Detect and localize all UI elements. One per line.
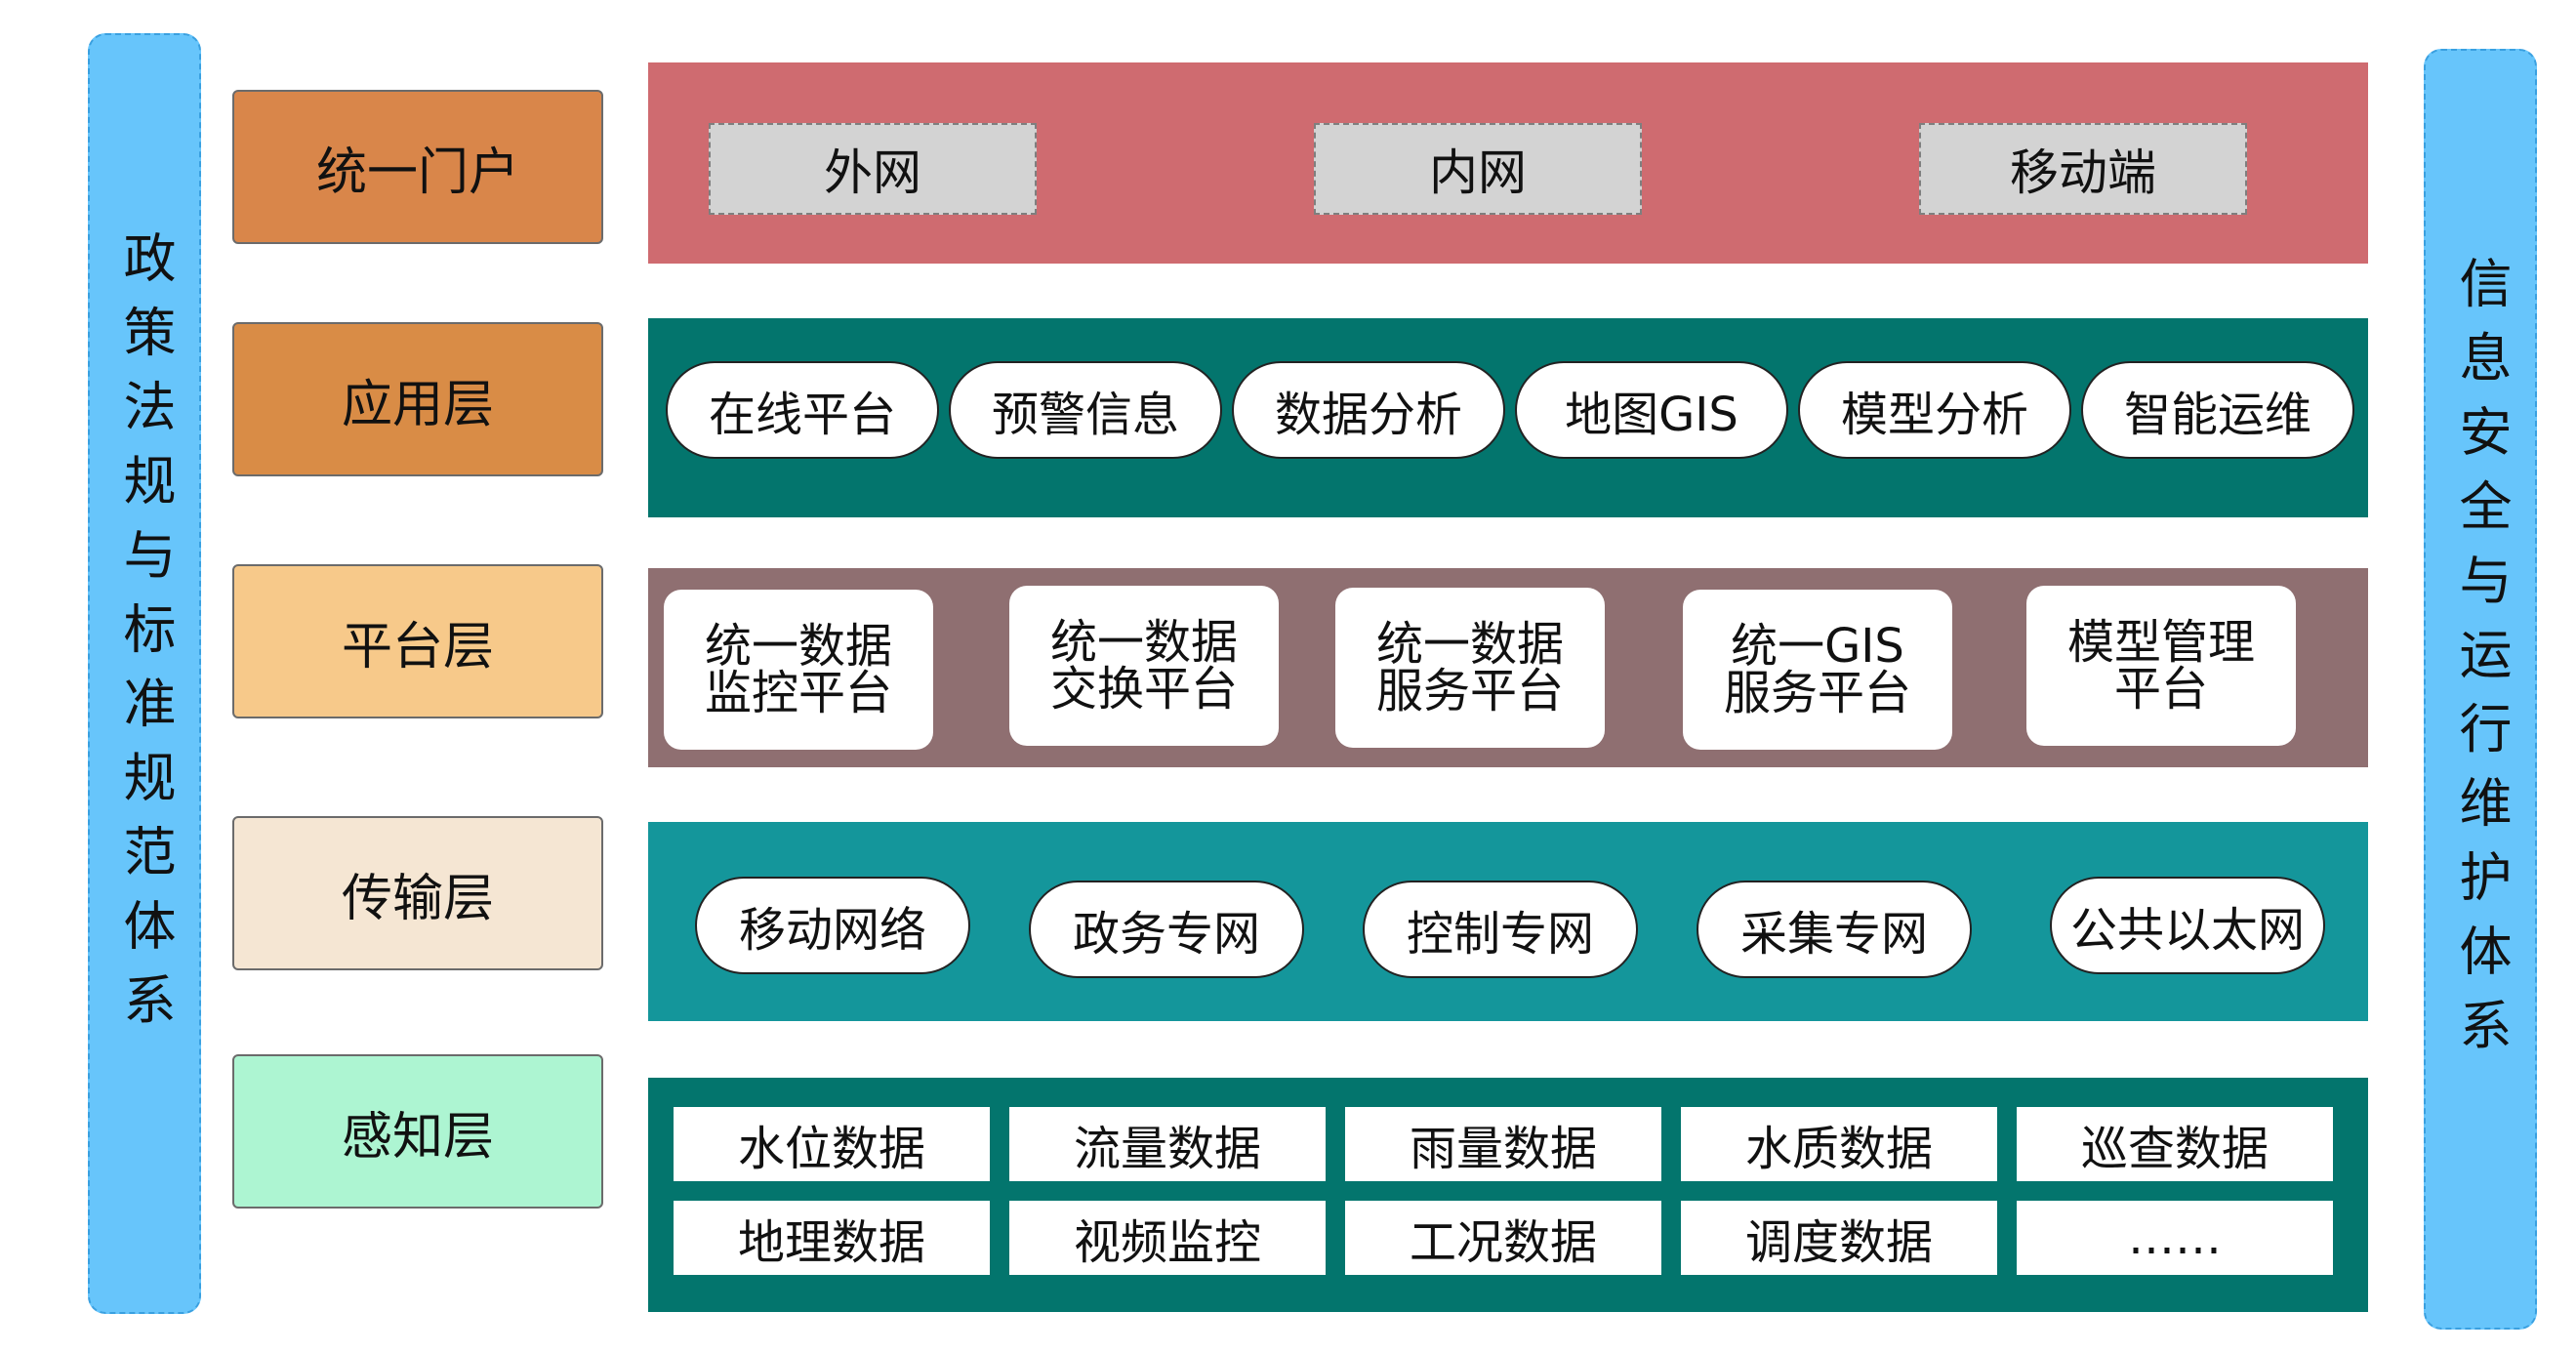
- platform-item-data-service: 统一数据 服务平台: [1335, 588, 1605, 748]
- perception-item-rainfall: 雨量数据: [1345, 1107, 1661, 1181]
- application-band: 在线平台 预警信息 数据分析 地图GIS 模型分析 智能运维: [648, 318, 2368, 517]
- platform-item-line1: 统一数据: [1375, 617, 1564, 672]
- platform-item-line2: 监控平台: [704, 666, 892, 720]
- platform-item-line2: 服务平台: [1723, 666, 1911, 720]
- transport-band: 移动网络 政务专网 控制专网 采集专网 公共以太网: [648, 822, 2368, 1021]
- perception-item-dispatch: 调度数据: [1681, 1201, 1997, 1275]
- perception-item-water-level: 水位数据: [674, 1107, 990, 1181]
- transport-item-public-ethernet: 公共以太网: [2050, 877, 2325, 974]
- platform-band: 统一数据 监控平台 统一数据 交换平台 统一数据 服务平台 统一GIS 服务平台…: [648, 568, 2368, 767]
- perception-item-geographic: 地理数据: [674, 1201, 990, 1275]
- policy-standards-label: 政策法规与标准规范体系: [114, 230, 176, 1046]
- perception-item-operating-condition: 工况数据: [1345, 1201, 1661, 1275]
- app-item-model-analysis: 模型分析: [1798, 361, 2071, 459]
- transport-item-control-network: 控制专网: [1363, 881, 1638, 978]
- platform-item-line1: 统一数据: [1049, 615, 1238, 670]
- layer-label-application: 应用层: [232, 322, 603, 476]
- perception-item-water-quality: 水质数据: [1681, 1107, 1997, 1181]
- app-item-smart-ops: 智能运维: [2081, 361, 2354, 459]
- platform-item-line1: 统一数据: [704, 619, 892, 674]
- transport-item-collection-network: 采集专网: [1697, 881, 1972, 978]
- platform-item-model-management: 模型管理 平台: [2026, 586, 2296, 746]
- platform-item-line2: 交换平台: [1049, 662, 1238, 717]
- platform-item-data-exchange: 统一数据 交换平台: [1009, 586, 1279, 746]
- platform-item-line2: 平台: [2113, 662, 2208, 717]
- perception-item-video-monitoring: 视频监控: [1009, 1201, 1326, 1275]
- app-item-online-platform: 在线平台: [666, 361, 939, 459]
- perception-band: 水位数据 流量数据 雨量数据 水质数据 巡查数据 地理数据 视频监控 工况数据 …: [648, 1078, 2368, 1312]
- portal-band: 外网 内网 移动端: [648, 62, 2368, 264]
- layer-label-platform: 平台层: [232, 564, 603, 718]
- app-item-early-warning: 预警信息: [949, 361, 1222, 459]
- platform-item-data-monitoring: 统一数据 监控平台: [664, 590, 933, 750]
- app-item-map-gis: 地图GIS: [1515, 361, 1788, 459]
- platform-item-gis-service: 统一GIS 服务平台: [1683, 590, 1952, 750]
- portal-item-internal: 内网: [1314, 123, 1642, 215]
- portal-item-mobile: 移动端: [1919, 123, 2247, 215]
- transport-item-mobile-network: 移动网络: [695, 877, 970, 974]
- platform-item-line1: 模型管理: [2066, 615, 2255, 670]
- security-operations-sidebar: 信息安全与运行维护体系: [2424, 49, 2537, 1330]
- transport-item-government-network: 政务专网: [1029, 881, 1304, 978]
- app-item-data-analysis: 数据分析: [1232, 361, 1505, 459]
- perception-item-patrol: 巡查数据: [2017, 1107, 2333, 1181]
- perception-item-flow: 流量数据: [1009, 1107, 1326, 1181]
- perception-item-more: ……: [2017, 1201, 2333, 1275]
- security-operations-label: 信息安全与运行维护体系: [2450, 256, 2512, 1072]
- layer-label-perception: 感知层: [232, 1054, 603, 1209]
- layer-label-portal: 统一门户: [232, 90, 603, 244]
- platform-item-line2: 服务平台: [1375, 664, 1564, 718]
- portal-item-external: 外网: [709, 123, 1037, 215]
- policy-standards-sidebar: 政策法规与标准规范体系: [88, 33, 201, 1314]
- platform-item-line1: 统一GIS: [1731, 619, 1904, 674]
- layer-label-transport: 传输层: [232, 816, 603, 970]
